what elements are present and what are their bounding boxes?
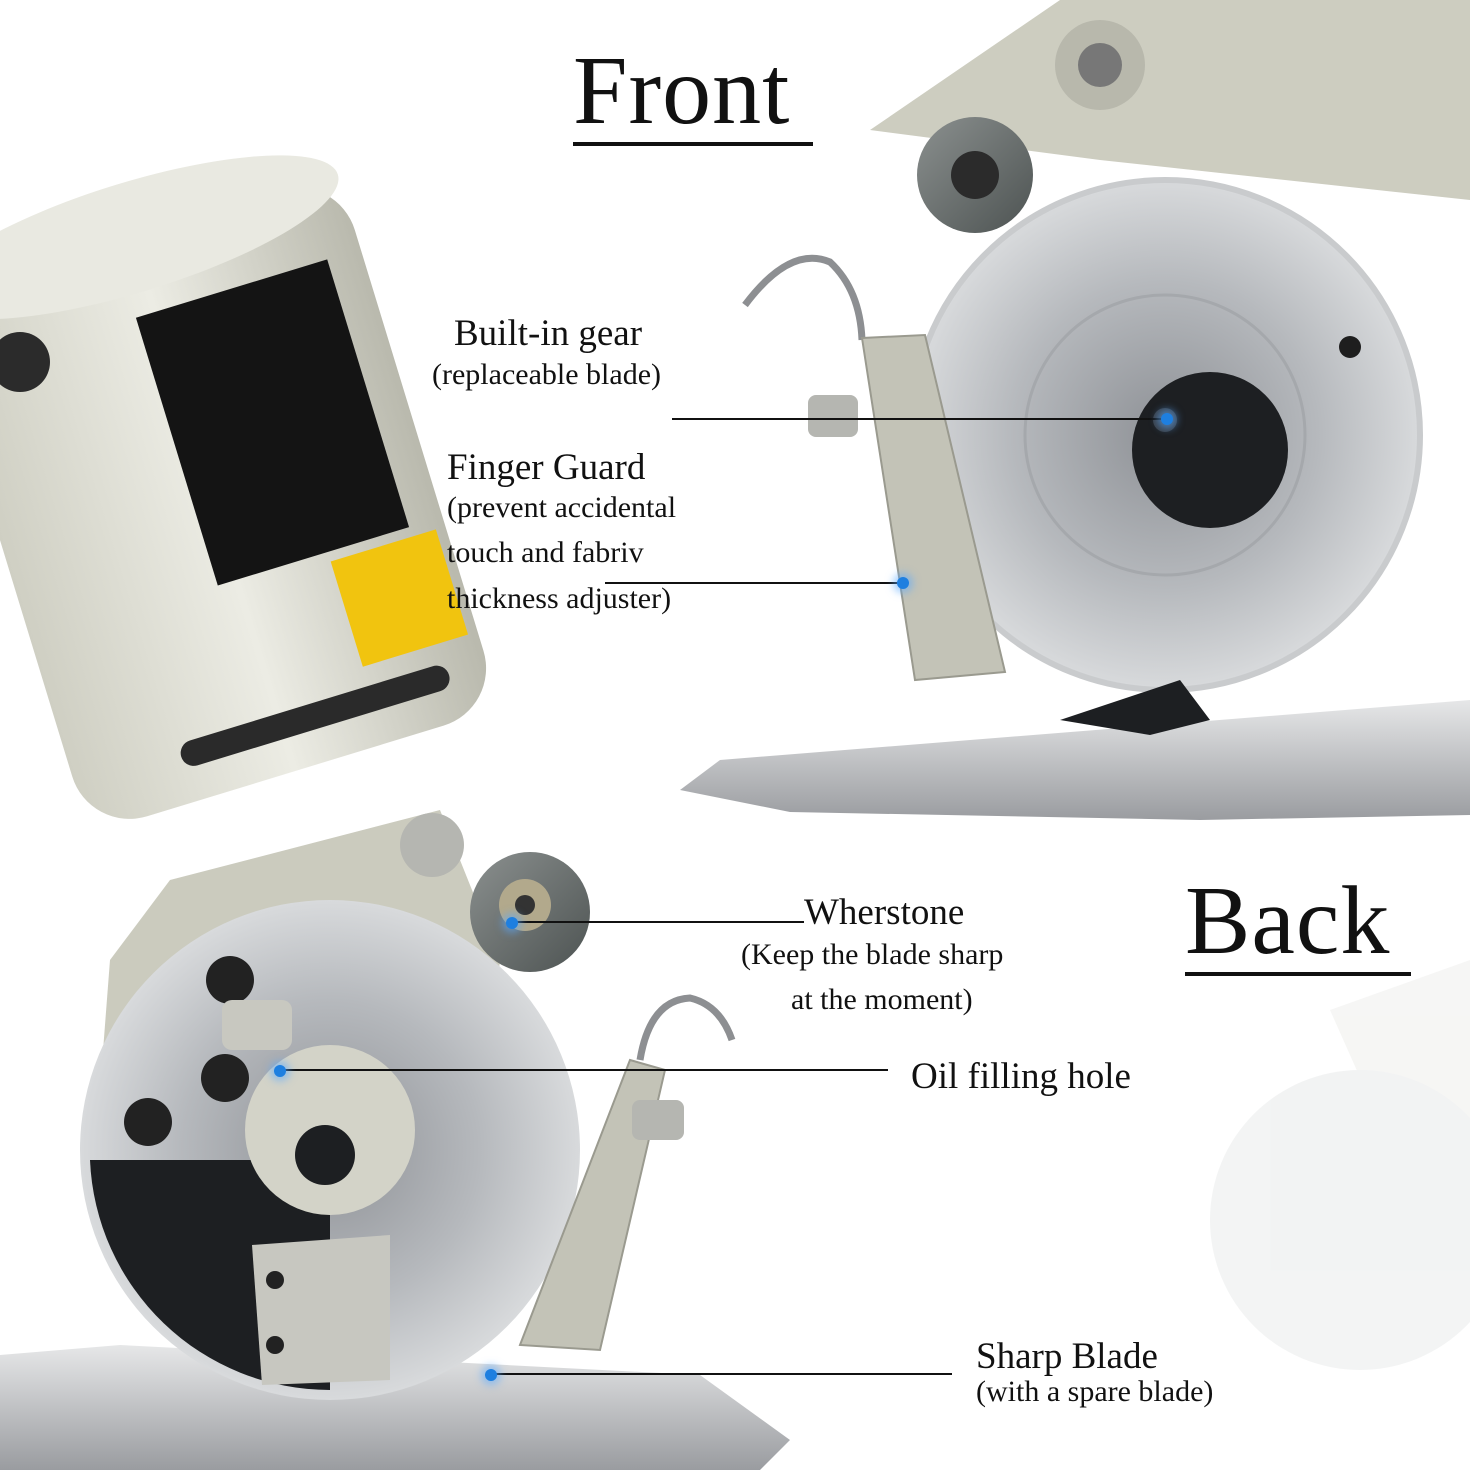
callout-oil-title: Oil filling hole	[911, 1056, 1131, 1097]
back-heading: Back	[1185, 867, 1391, 975]
motor-vent	[180, 665, 450, 766]
callout-blade-marker	[485, 1369, 497, 1381]
back-heading-underline	[1185, 972, 1411, 976]
callout-gear-note: (replaceable blade)	[432, 358, 661, 391]
front-view-machine	[680, 0, 1470, 820]
callout-whetstone-marker	[506, 917, 518, 929]
motor-screw	[0, 332, 50, 392]
callout-gear-leader	[672, 418, 1167, 420]
callout-oil-leader	[280, 1069, 888, 1071]
faded-machine-reflection	[1210, 960, 1470, 1370]
front-guard-hook	[742, 254, 866, 341]
front-motor-housing	[870, 0, 1470, 200]
callout-guard-note-line3: thickness adjuster)	[447, 582, 672, 615]
callout-guard-marker	[897, 577, 909, 589]
callout-blade-note: (with a spare blade)	[976, 1375, 1214, 1408]
callout-whetstone-note-line2: at the moment)	[791, 983, 973, 1016]
back-finger-guard	[518, 1058, 667, 1352]
callout-blade-leader	[492, 1373, 952, 1375]
front-heading: Front	[573, 37, 791, 145]
callout-gear-title: Built-in gear	[454, 313, 643, 354]
callout-whetstone-leader	[512, 921, 804, 923]
callout-whetstone-note-line1: (Keep the blade sharp	[741, 938, 1004, 971]
back-view-machine	[0, 155, 790, 1470]
callout-guard-title: Finger Guard	[447, 447, 646, 488]
callout-guard-note-line1: (prevent accidental	[447, 491, 677, 524]
spec-label	[135, 259, 410, 586]
back-blade-guard	[252, 1235, 390, 1385]
front-finger-guard	[860, 333, 1007, 682]
front-adjust-knob	[808, 395, 858, 437]
front-heading-underline	[573, 142, 813, 146]
callout-whetstone-title: Wherstone	[804, 892, 965, 933]
callout-gear-marker	[1161, 413, 1173, 425]
oil-hole-knob	[222, 1000, 292, 1050]
front-base-plate	[680, 700, 1470, 820]
caution-label	[330, 529, 469, 667]
callout-guard-leader	[605, 582, 903, 584]
back-base-plate	[0, 1345, 790, 1470]
callout-guard-note-line2: touch and fabriv	[447, 536, 644, 569]
callout-oil-marker	[274, 1065, 286, 1077]
callout-blade-title: Sharp Blade	[976, 1336, 1158, 1377]
front-blade-hub	[1132, 372, 1288, 528]
